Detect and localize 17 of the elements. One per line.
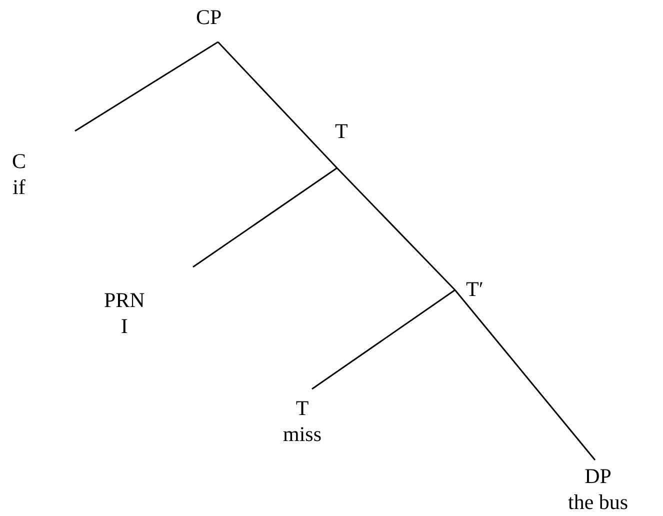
category-label: CP <box>196 4 222 30</box>
tree-branch <box>74 41 218 132</box>
category-label: DP <box>584 463 612 489</box>
category-label: T <box>335 118 348 144</box>
category-label: PRN <box>104 287 145 313</box>
word-label: I <box>120 313 128 339</box>
word-label: if <box>12 174 26 200</box>
tree-branch <box>336 167 456 291</box>
tree-branch <box>454 290 596 460</box>
category-label: C <box>12 148 26 174</box>
word-label: miss <box>283 421 322 447</box>
tree-branch <box>192 167 338 268</box>
category-label: T <box>296 395 309 421</box>
tree-branch <box>312 289 456 390</box>
tree-branch <box>217 41 338 169</box>
word-label: the bus <box>568 489 628 515</box>
category-label: T′ <box>466 276 484 302</box>
